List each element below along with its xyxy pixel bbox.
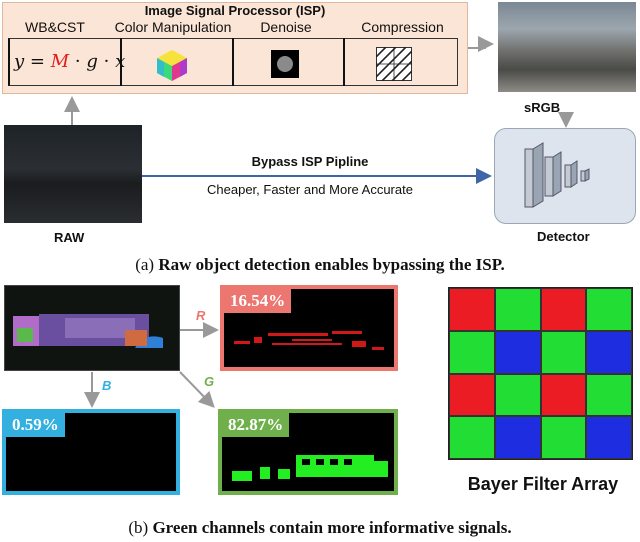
bayer-cell-g <box>449 416 495 459</box>
bayer-cell-g <box>540 330 587 374</box>
green-percent: 82.87% <box>222 413 290 437</box>
segmentation-image <box>4 285 180 371</box>
channel-arrows <box>84 322 219 408</box>
bayer-cell-r <box>449 373 495 417</box>
stage-divider <box>232 38 234 86</box>
bayer-cell-g <box>449 330 495 374</box>
stage-divider <box>120 38 122 86</box>
bypass-title: Bypass ISP Pipline <box>251 154 369 169</box>
raw-image <box>4 125 142 223</box>
green-channel-panel: 82.87% <box>218 409 398 495</box>
bayer-cell-b <box>494 330 541 374</box>
compression-icon <box>376 47 412 81</box>
stage-label-denoise: Denoise <box>260 19 312 35</box>
bayer-cell-g <box>586 288 632 331</box>
wb-formula: y = M · g · x <box>14 51 126 72</box>
red-channel-signal <box>234 331 384 350</box>
caption-b: (b) Green channels contain more informat… <box>128 518 512 537</box>
caption-a: (a) Raw object detection enables bypassi… <box>135 255 505 274</box>
color-cube-icon <box>157 50 187 81</box>
bypass-subtitle: Cheaper, Faster and More Accurate <box>207 182 413 197</box>
blue-percent: 0.59% <box>6 413 65 437</box>
network-icon <box>524 142 590 208</box>
stage-label-color: Color Manipulation <box>114 19 232 35</box>
blue-channel-panel: 0.59% <box>2 409 180 495</box>
bayer-cell-r <box>449 288 495 331</box>
bayer-cell-r <box>540 373 587 417</box>
bayer-cell-b <box>586 330 632 374</box>
detector-label: Detector <box>537 229 590 244</box>
stage-label-wb: WB&CST <box>25 19 85 35</box>
bayer-cell-b <box>494 416 541 459</box>
red-percent: 16.54% <box>224 289 292 313</box>
isp-title: Image Signal Processor (ISP) <box>144 3 326 18</box>
stage-label-compression: Compression <box>361 19 444 35</box>
bayer-cell-r <box>540 288 587 331</box>
segmentation-mask <box>13 314 163 348</box>
stage-divider <box>343 38 345 86</box>
srgb-image <box>498 2 636 92</box>
bayer-label: Bayer Filter Array <box>467 474 619 494</box>
pipeline-arrows <box>64 36 574 184</box>
red-channel-panel: 16.54% <box>220 285 398 371</box>
detector-box <box>494 128 636 224</box>
green-channel-label: G <box>204 374 215 389</box>
bayer-cell-g <box>540 416 587 459</box>
red-channel-label: R <box>196 308 206 323</box>
bayer-cell-g <box>494 373 541 417</box>
blue-channel-label: B <box>102 378 112 393</box>
bayer-cell-g <box>586 373 632 417</box>
denoise-icon <box>271 50 299 78</box>
srgb-label: sRGB <box>524 100 561 115</box>
bayer-filter-grid <box>448 287 633 460</box>
bayer-cell-b <box>586 416 632 459</box>
green-channel-signal <box>232 455 388 481</box>
raw-label: RAW <box>54 230 85 245</box>
bayer-cell-g <box>494 288 541 331</box>
